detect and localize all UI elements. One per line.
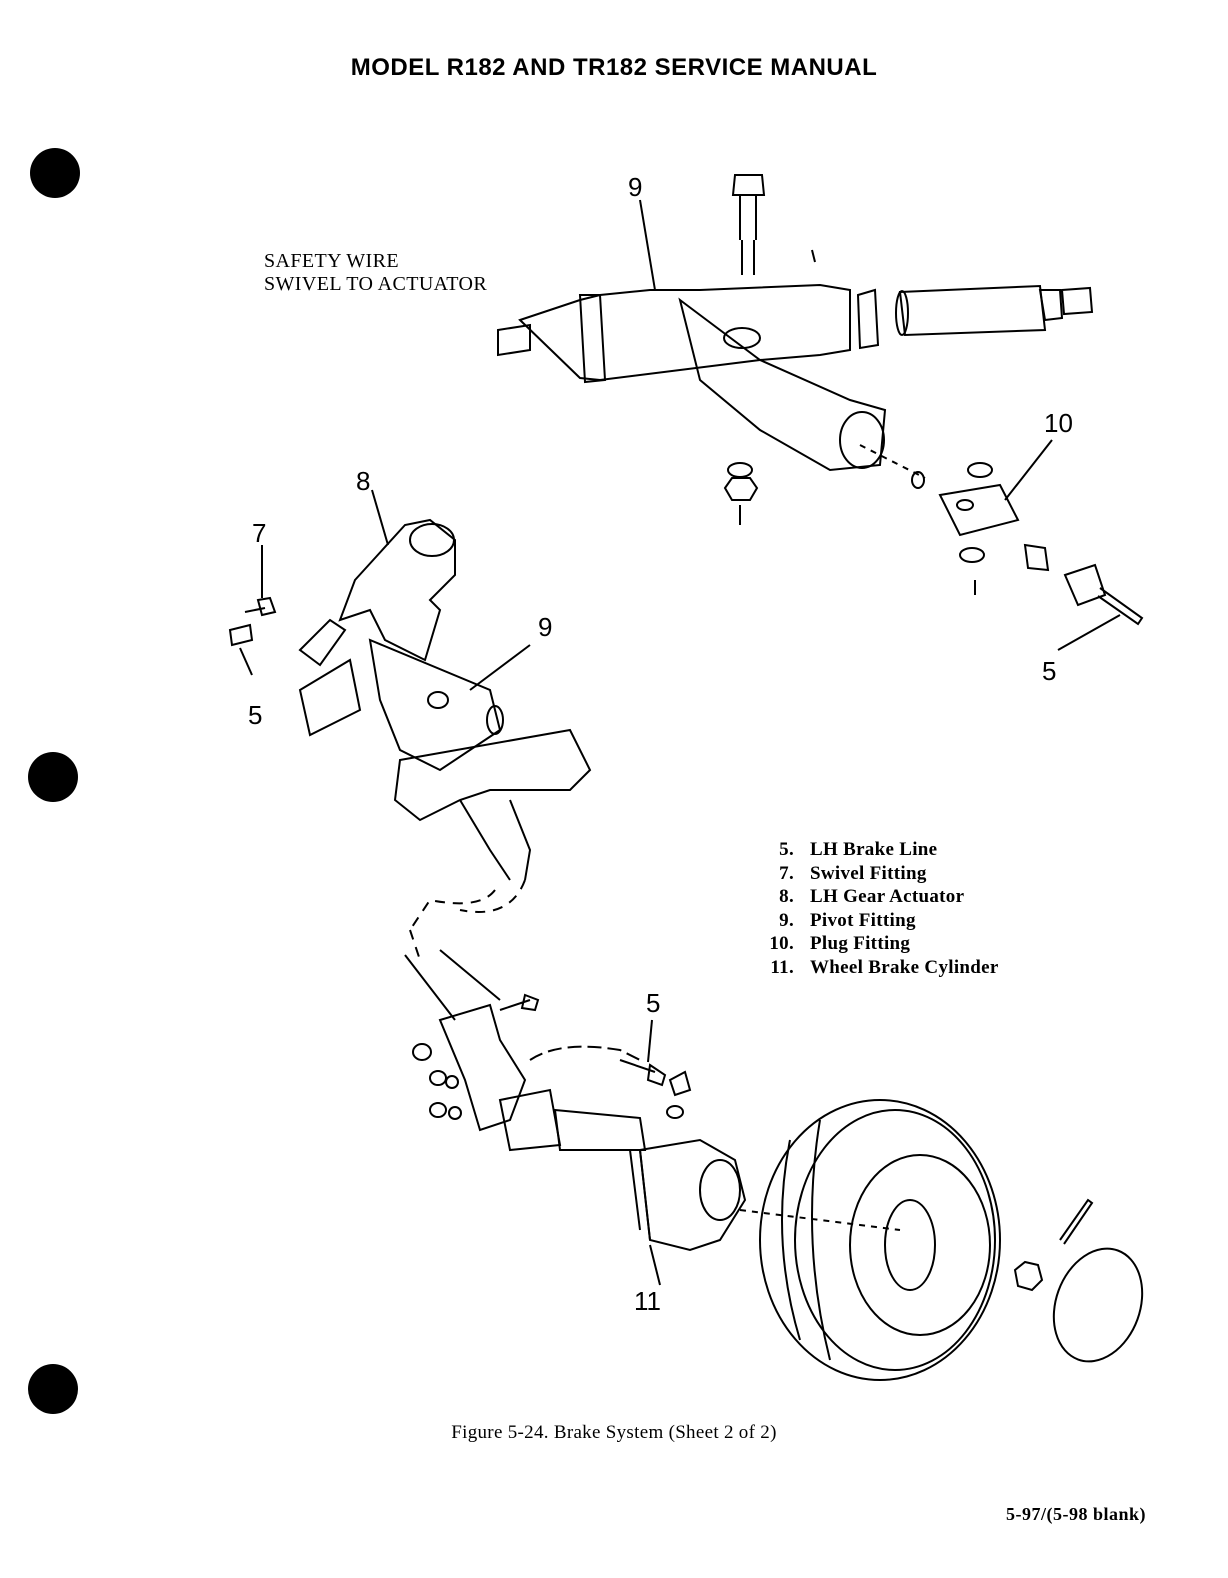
callout-9-mid: 9: [538, 612, 553, 642]
legend-label: Swivel Fitting: [810, 862, 927, 884]
wheel-brake-cylinder: [498, 1088, 747, 1252]
plug-fitting-assembly: [911, 462, 1144, 626]
callout-9-top: 9: [628, 172, 643, 202]
leader-11: [649, 1244, 661, 1286]
safety-wire-note: SAFETY WIRE SWIVEL TO ACTUATOR: [264, 250, 487, 296]
leader-9-top: [639, 199, 656, 291]
page-number: 5-97/(5-98 blank): [1005, 1504, 1146, 1524]
legend-label: LH Brake Line: [810, 839, 938, 860]
legend-item: 7. Swivel Fitting: [762, 862, 999, 886]
legend-number: 10.: [769, 933, 794, 954]
binder-hole-middle: [28, 752, 78, 802]
swivel-fitting-left: [228, 596, 277, 676]
centerline-top: [859, 444, 926, 479]
callout-7: 7: [252, 518, 267, 548]
legend-number: 5.: [779, 839, 794, 860]
gear-leg: [404, 799, 532, 1132]
pivot-fitting-top: [497, 174, 887, 472]
axle-bolts: [412, 993, 540, 1120]
binder-hole-top: [30, 148, 80, 198]
legend-label: Wheel Brake Cylinder: [810, 956, 999, 978]
legend-item: 10. Plug Fitting: [762, 932, 999, 956]
leader-10: [1004, 439, 1053, 501]
callout-5-left: 5: [248, 700, 263, 730]
callout-8: 8: [356, 466, 371, 496]
legend-label: Plug Fitting: [810, 933, 911, 954]
note-line-2: SWIVEL TO ACTUATOR: [264, 273, 488, 295]
legend-number: 9.: [779, 909, 794, 931]
gear-actuator-left: [298, 518, 592, 822]
legend-item: 11. Wheel Brake Cylinder: [762, 956, 999, 980]
actuator-cylinder-top: [856, 284, 1094, 350]
axle-nut-hubcap: [1013, 1198, 1144, 1363]
page-title: MODEL R182 AND TR182 SERVICE MANUAL: [350, 54, 878, 81]
legend-item: 5. LH Brake Line: [762, 838, 999, 862]
legend-number: 8.: [779, 886, 794, 907]
note-line-1: SAFETY WIRE: [264, 250, 399, 272]
leader-5-right: [1057, 614, 1121, 651]
binder-hole-bottom: [28, 1364, 78, 1414]
brake-line-lower: [529, 1045, 692, 1119]
wheel-tire: [739, 1099, 1001, 1381]
legend-label: Pivot Fitting: [810, 909, 916, 931]
top-nut-washer: [723, 462, 759, 525]
callout-5-right: 5: [1042, 656, 1057, 686]
legend-number: 11.: [770, 956, 794, 978]
parts-legend: 5. LH Brake Line 7. Swivel Fitting 8. LH Ge…: [762, 838, 999, 979]
legend-number: 7.: [779, 862, 794, 884]
callout-11: 11: [634, 1286, 661, 1316]
leader-5-lower: [647, 1019, 653, 1063]
leader-9-mid: [469, 644, 531, 691]
leader-8: [371, 489, 389, 546]
legend-label: LH Gear Actuator: [810, 886, 965, 907]
callout-10: 10: [1044, 408, 1073, 438]
legend-item: 9. Pivot Fitting: [762, 909, 999, 933]
legend-item: 8. LH Gear Actuator: [762, 885, 999, 909]
callout-5-lower: 5: [646, 988, 661, 1018]
figure-caption: Figure 5-24. Brake System (Sheet 2 of 2): [451, 1422, 777, 1443]
